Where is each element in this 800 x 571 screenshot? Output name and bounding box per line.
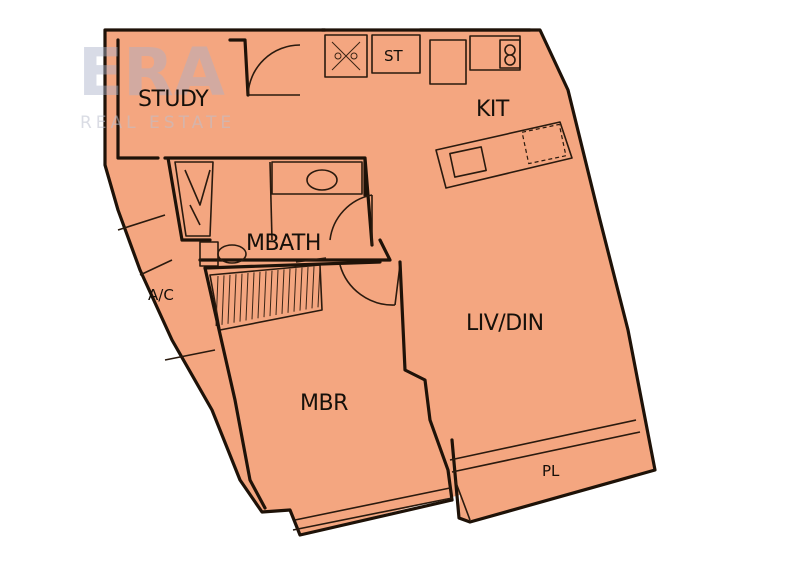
store-cabinet <box>371 34 421 74</box>
room-label-kitchen: KIT <box>476 97 510 122</box>
kitchen-island <box>435 121 573 189</box>
vanity-counter <box>271 161 363 195</box>
hob-burners-icon <box>331 41 361 71</box>
outer-wall <box>103 28 657 537</box>
room-label-living-dining: LIV/DIN <box>466 311 544 336</box>
mbr-planter-strip <box>292 487 453 531</box>
mbath-wall <box>163 156 392 262</box>
mbath-door-swing <box>329 194 373 245</box>
basin-icon <box>306 169 338 191</box>
hob-fixture <box>324 34 368 78</box>
era-watermark-logo: ERA <box>78 34 225 111</box>
shower-fixture <box>174 161 214 237</box>
wardrobe <box>209 257 327 331</box>
fridge-fixture <box>429 39 467 85</box>
room-label-planter: PL <box>542 462 560 480</box>
toilet-bowl <box>217 244 247 264</box>
study-wall <box>116 38 250 160</box>
mbr-left-wall <box>203 266 267 510</box>
room-label-study: STUDY <box>138 87 209 112</box>
mbr-top-wall <box>203 260 382 270</box>
room-label-master-bath: MBATH <box>246 231 321 256</box>
washer-icon <box>499 39 521 69</box>
ac-ledge <box>117 214 216 361</box>
unit-floor-area <box>105 30 655 535</box>
planter-strip <box>449 419 641 521</box>
study-door-swing <box>247 44 301 96</box>
bath-interior-wall <box>269 161 273 241</box>
sink-icon <box>449 146 487 178</box>
room-label-master-bedroom: MBR <box>300 391 348 416</box>
store-label: ST <box>384 47 404 65</box>
room-label-ac: A/C <box>148 286 174 304</box>
era-watermark-tagline: REAL ESTATE <box>80 113 235 133</box>
mbr-living-partition <box>398 260 454 502</box>
